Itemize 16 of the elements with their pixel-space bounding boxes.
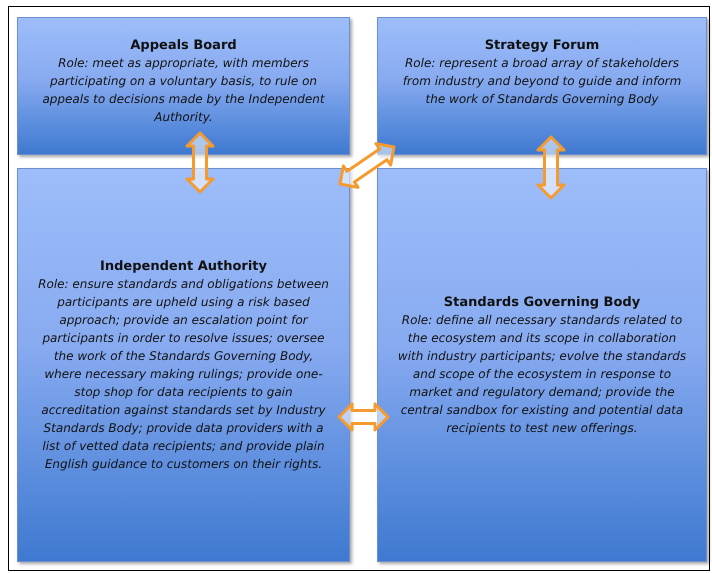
node-description: Role: meet as appropriate, with members participating on a voluntary basis, to rule on appeals to decisions made by the Independent Authority. <box>41 55 326 126</box>
double-arrow <box>186 132 214 194</box>
node-title: Standards Governing Body <box>444 294 640 310</box>
double-arrow <box>338 402 390 432</box>
role-box <box>17 17 350 155</box>
node-title: Independent Authority <box>100 258 267 274</box>
double-arrow <box>536 136 566 200</box>
node-description: Role: represent a broad array of stakeholders from industry and beyond to guide and inform the work of Standards Governing Body <box>402 55 682 108</box>
role-box <box>377 17 707 155</box>
node-title: Strategy Forum <box>484 37 600 54</box>
role-box <box>377 168 707 562</box>
double-arrow <box>338 142 396 189</box>
node-description: Role: ensure standards and obligations between participants are upheld using a risk based approach; provide an escalation point for participants in order to resolve issues; oversee the work of the Standards Governing Body, where necessary making rulings; provide one-stop shop for data recipients to gain accreditation against standards set by Industry Standards Body; provide data providers with a list of vetted data recipients; and provide plain English guidance to customers on their rights. <box>37 276 330 472</box>
node-description: Role: define all necessary standards related to the ecosystem and its scope in collaboration with industry participants; evolve the standards and scope of the ecosystem in response to market and regulatory demand; provide the central sandbox for existing and potential data recipients to test new offerings. <box>396 312 688 436</box>
role-box <box>17 168 350 562</box>
node-title: Appeals Board <box>130 37 237 54</box>
